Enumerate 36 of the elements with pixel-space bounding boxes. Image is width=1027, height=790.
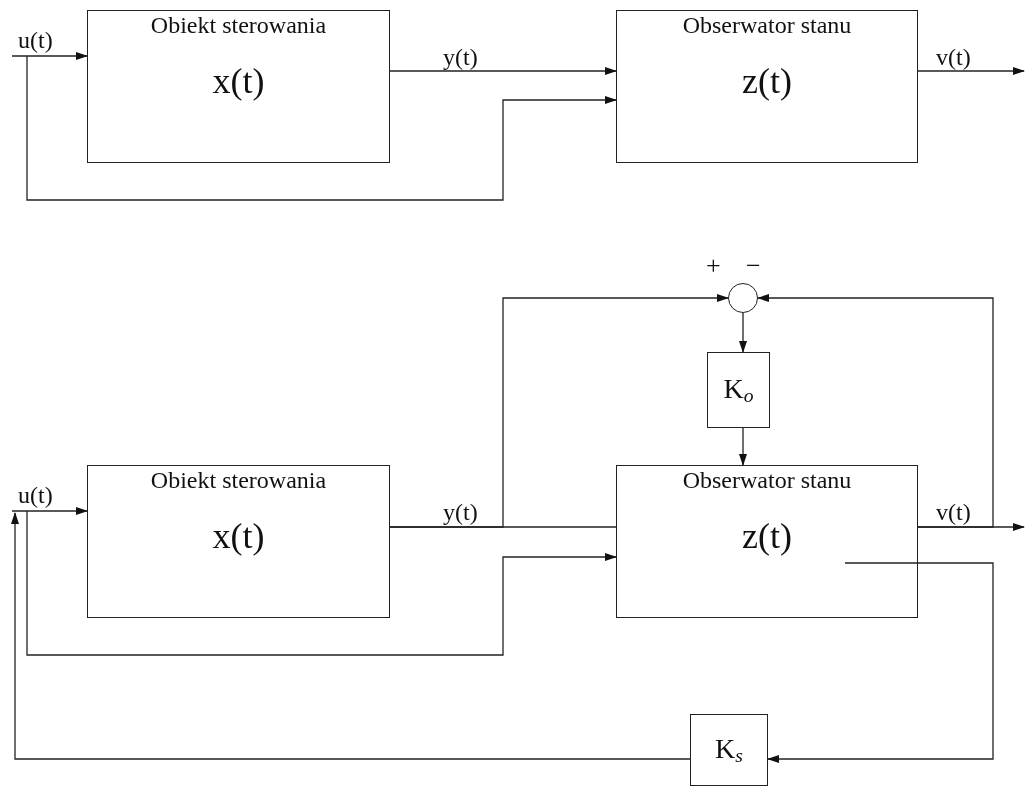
arrow xyxy=(757,294,994,528)
arrow xyxy=(11,512,691,760)
block-title: Obserwator stanu xyxy=(682,13,852,37)
block-title: Obserwator stanu xyxy=(682,468,852,492)
gain-label: K$_{s}$ xyxy=(715,734,743,766)
gain-box xyxy=(707,352,770,428)
arrow xyxy=(11,52,88,60)
block-box xyxy=(616,465,918,618)
state-label: x(t) xyxy=(212,63,265,99)
signal-label: y(t) xyxy=(443,500,478,524)
block-box xyxy=(616,10,918,163)
block-box xyxy=(87,10,390,163)
gain-box xyxy=(690,714,768,786)
block-title: Obiekt sterowania xyxy=(150,468,327,492)
state-label: z(t) xyxy=(742,63,792,99)
arrow xyxy=(389,67,617,75)
state-label: x(t) xyxy=(212,518,265,554)
signal-label: y(t) xyxy=(443,45,478,69)
arrow xyxy=(26,55,617,201)
signal-label: v(t) xyxy=(936,45,971,69)
arrow xyxy=(739,312,747,353)
block-title: Obiekt sterowania xyxy=(150,13,327,37)
arrow xyxy=(11,507,88,515)
arrow xyxy=(767,562,994,763)
sign-label: − xyxy=(746,253,761,279)
signal-label: u(t) xyxy=(18,483,53,507)
sign-label: + xyxy=(706,253,721,279)
state-label: z(t) xyxy=(742,518,792,554)
arrow xyxy=(26,510,617,656)
arrow xyxy=(917,67,1025,75)
signal-label: v(t) xyxy=(936,500,971,524)
block-box xyxy=(87,465,390,618)
arrow xyxy=(739,427,747,466)
signal-label: u(t) xyxy=(18,28,53,52)
gain-label: K$_{o}$ xyxy=(723,374,754,406)
arrow xyxy=(389,294,729,528)
